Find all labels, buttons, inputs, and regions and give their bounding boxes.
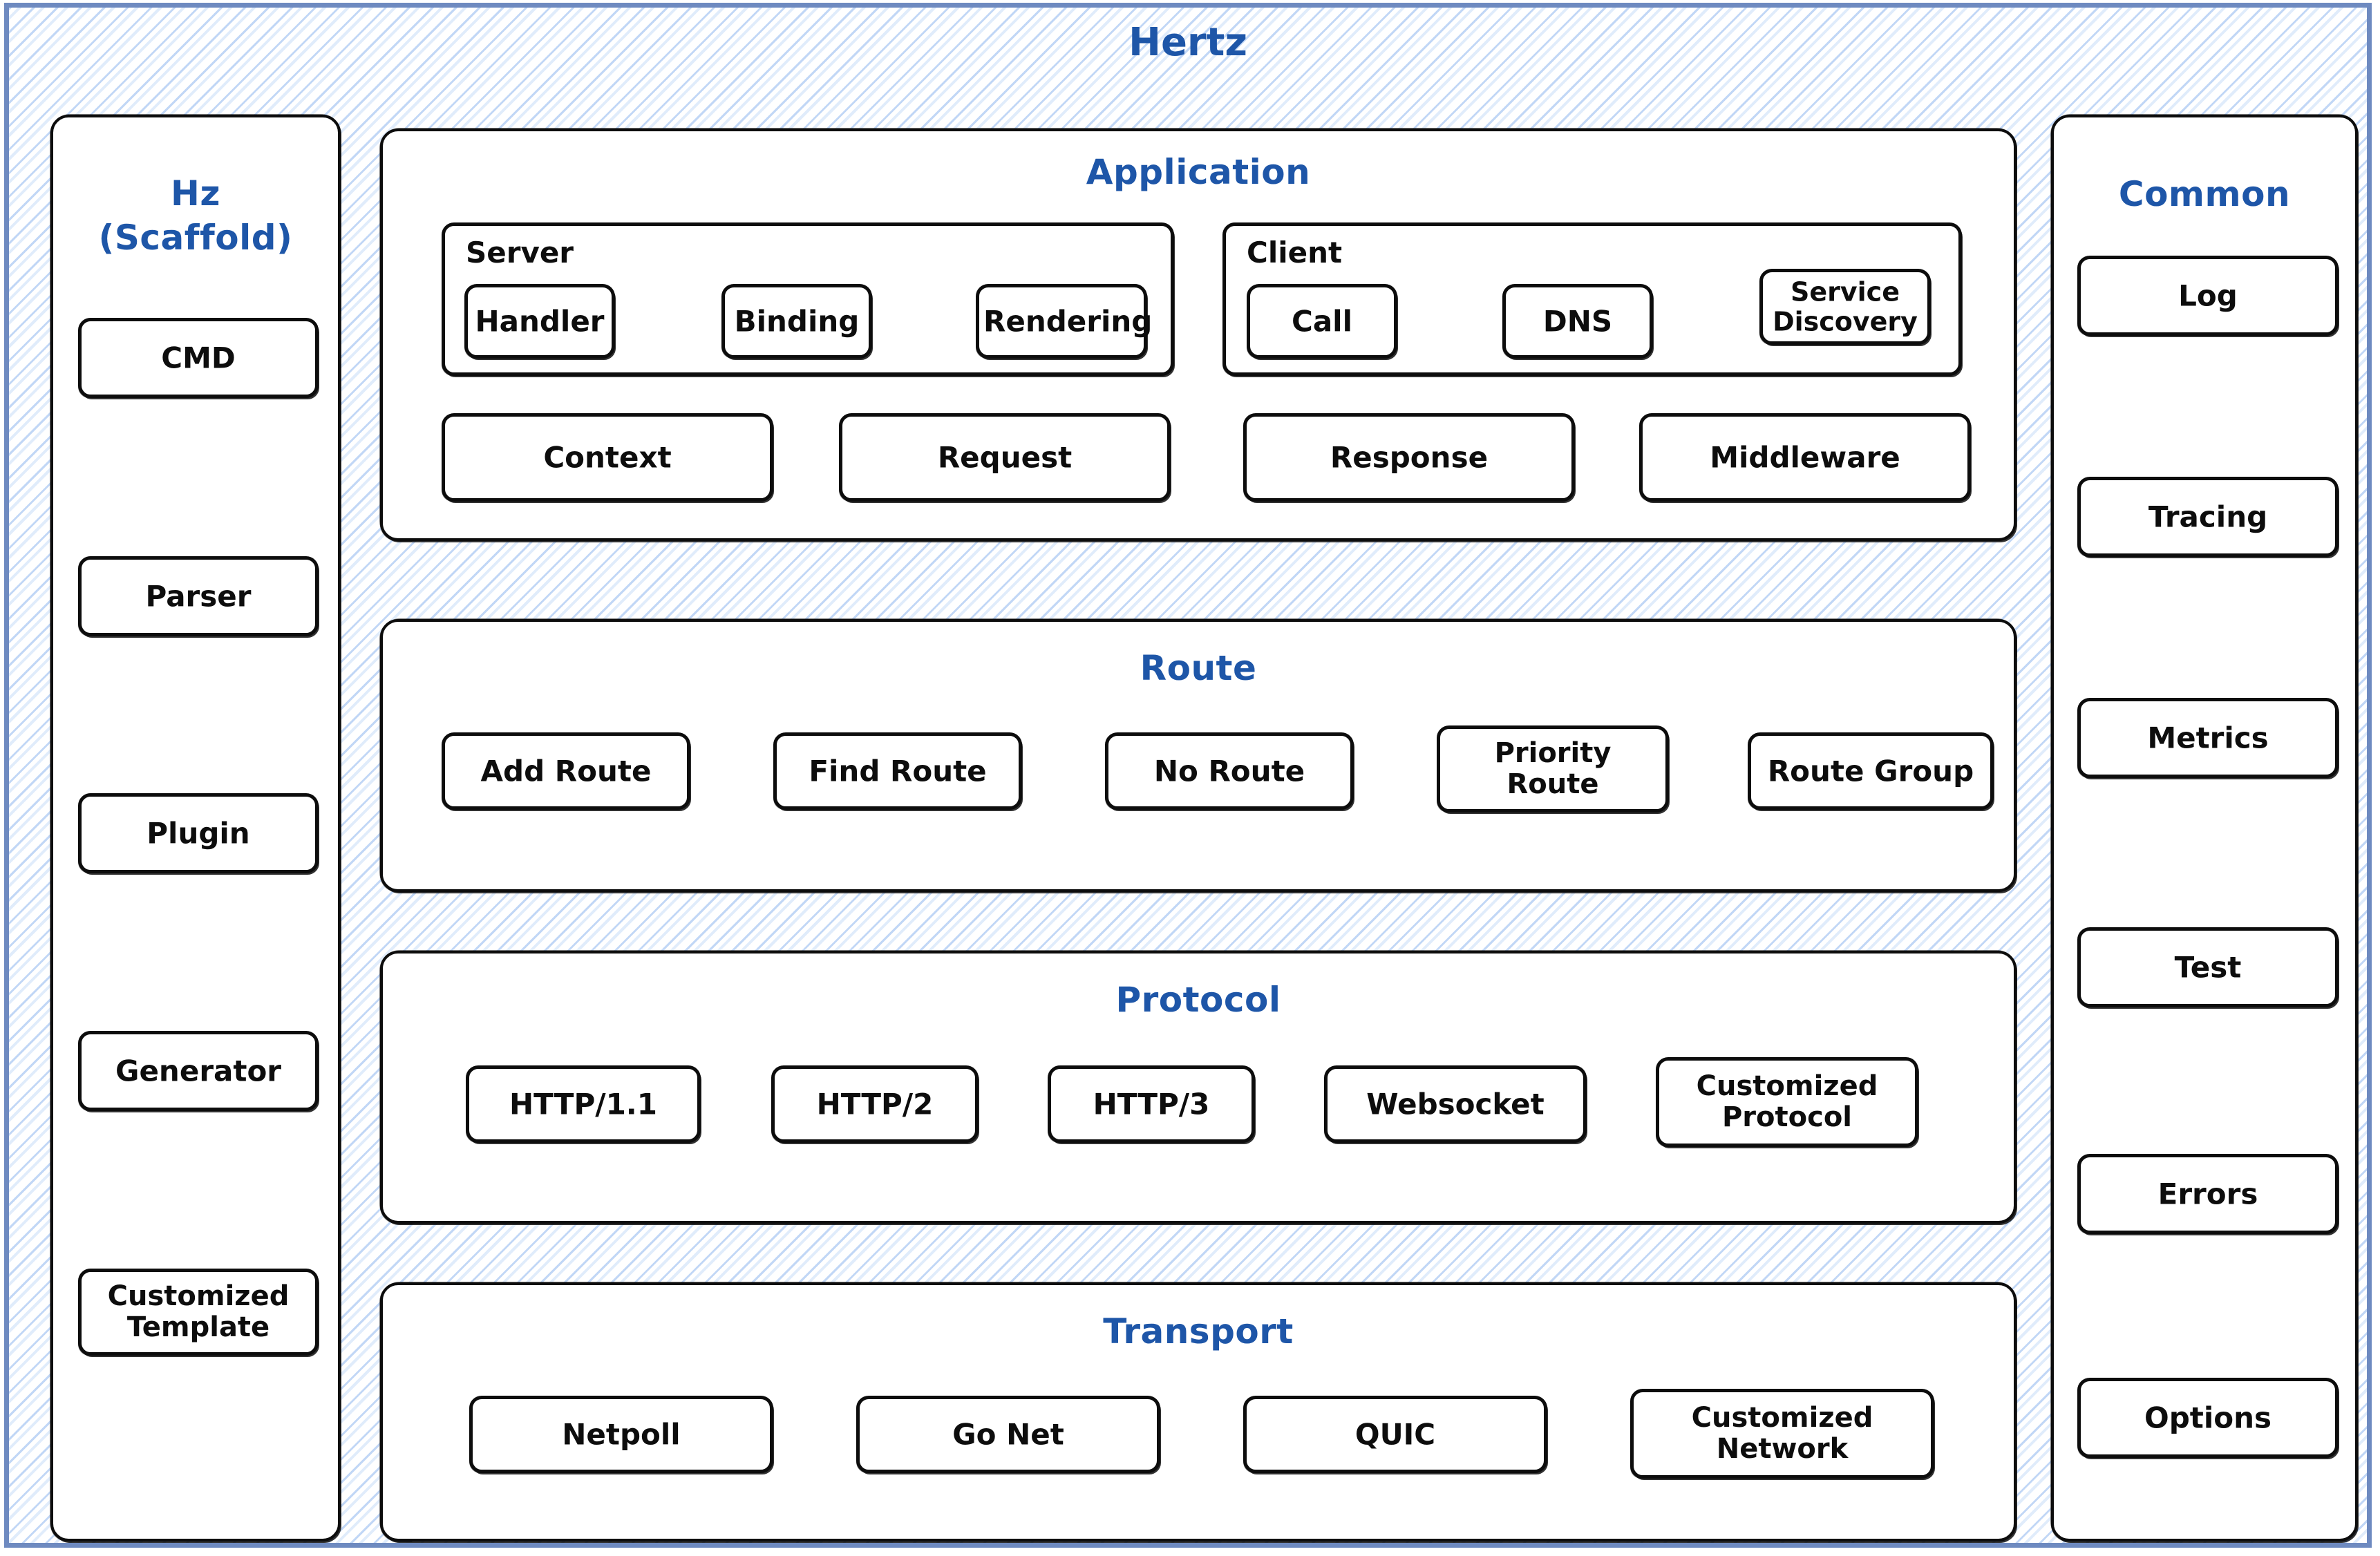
common-item-label: Errors bbox=[2157, 1177, 2258, 1211]
protocol-item-label: HTTP/1.1 bbox=[509, 1087, 657, 1121]
scaffold-item-label: Plugin bbox=[147, 816, 250, 851]
route-item-find-route[interactable]: Find Route bbox=[773, 732, 1022, 810]
route-item-label: Find Route bbox=[809, 754, 987, 788]
common-item-label: Log bbox=[2178, 278, 2238, 313]
scaffold-title-line1: Hz bbox=[171, 173, 220, 214]
route-layer-panel: Route Add Route Find Route No Route Prio… bbox=[380, 619, 2017, 892]
application-item-label: Request bbox=[937, 440, 1073, 475]
transport-item-netpoll[interactable]: Netpoll bbox=[469, 1396, 773, 1473]
scaffold-item-label: Generator bbox=[115, 1054, 282, 1088]
scaffold-item-label: CMD bbox=[161, 341, 236, 375]
route-item-label: No Route bbox=[1153, 754, 1305, 788]
diagram-frame: Hertz Hz (Scaffold) CMD Parser Plugin Ge… bbox=[4, 3, 2372, 1548]
transport-item-label: Go Net bbox=[952, 1417, 1064, 1452]
scaffold-panel-title: Hz (Scaffold) bbox=[53, 171, 338, 260]
application-item-request[interactable]: Request bbox=[839, 413, 1171, 502]
application-layer-panel: Application Server Handler Binding Rende… bbox=[380, 129, 2017, 541]
scaffold-item-cmd[interactable]: CMD bbox=[78, 318, 319, 398]
common-item-metrics[interactable]: Metrics bbox=[2077, 698, 2339, 778]
client-item-call[interactable]: Call bbox=[1247, 284, 1397, 359]
server-item-label: Handler bbox=[475, 304, 605, 339]
transport-layer-title: Transport bbox=[1103, 1311, 1294, 1351]
transport-item-label: Netpoll bbox=[562, 1417, 681, 1452]
route-layer-title: Route bbox=[1140, 648, 1257, 688]
server-item-binding[interactable]: Binding bbox=[721, 284, 872, 359]
route-item-label: Route Group bbox=[1767, 754, 1974, 788]
route-item-route-group[interactable]: Route Group bbox=[1748, 732, 1994, 810]
protocol-layer-title: Protocol bbox=[1115, 980, 1281, 1020]
common-panel: Common Log Tracing Metrics Test Errors O… bbox=[2051, 115, 2358, 1541]
scaffold-item-generator[interactable]: Generator bbox=[78, 1031, 319, 1111]
server-item-handler[interactable]: Handler bbox=[464, 284, 615, 359]
protocol-item-http2[interactable]: HTTP/2 bbox=[771, 1065, 979, 1143]
server-item-label: Rendering bbox=[983, 304, 1153, 339]
common-item-label: Options bbox=[2144, 1401, 2272, 1435]
server-item-label: Binding bbox=[734, 304, 860, 339]
client-item-label: Call bbox=[1292, 304, 1352, 339]
common-item-test[interactable]: Test bbox=[2077, 927, 2339, 1007]
protocol-item-websocket[interactable]: Websocket bbox=[1324, 1065, 1587, 1143]
transport-layer-panel: Transport Netpoll Go Net QUIC Customized… bbox=[380, 1282, 2017, 1541]
common-item-log[interactable]: Log bbox=[2077, 256, 2339, 336]
diagram-title: Hertz bbox=[1128, 20, 1247, 65]
scaffold-item-label: Parser bbox=[145, 579, 252, 614]
common-item-label: Test bbox=[2174, 950, 2242, 985]
application-item-label: Middleware bbox=[1710, 440, 1900, 475]
common-item-options[interactable]: Options bbox=[2077, 1378, 2339, 1458]
scaffold-title-line2: (Scaffold) bbox=[98, 218, 293, 258]
application-item-label: Response bbox=[1330, 440, 1489, 475]
application-item-middleware[interactable]: Middleware bbox=[1639, 413, 1971, 502]
server-group: Server Handler Binding Rendering bbox=[442, 222, 1174, 376]
common-panel-title: Common bbox=[2118, 174, 2291, 214]
protocol-item-label: Websocket bbox=[1366, 1087, 1545, 1121]
transport-item-quic[interactable]: QUIC bbox=[1243, 1396, 1547, 1473]
server-item-rendering[interactable]: Rendering bbox=[976, 284, 1153, 359]
common-item-label: Tracing bbox=[2148, 500, 2268, 534]
application-item-response[interactable]: Response bbox=[1243, 413, 1575, 502]
server-group-label: Server bbox=[466, 236, 574, 269]
client-item-label: DNS bbox=[1542, 304, 1613, 339]
application-item-label: Context bbox=[543, 440, 672, 475]
common-item-label: Metrics bbox=[2147, 721, 2269, 755]
protocol-item-http3[interactable]: HTTP/3 bbox=[1048, 1065, 1255, 1143]
protocol-item-label: HTTP/3 bbox=[1093, 1087, 1210, 1121]
scaffold-item-parser[interactable]: Parser bbox=[78, 556, 319, 636]
route-item-label: Add Route bbox=[480, 754, 652, 788]
protocol-item-label: HTTP/2 bbox=[816, 1087, 934, 1121]
application-layer-title: Application bbox=[1086, 152, 1311, 192]
scaffold-panel: Hz (Scaffold) CMD Parser Plugin Generato… bbox=[50, 115, 341, 1541]
client-item-dns[interactable]: DNS bbox=[1502, 284, 1653, 359]
transport-item-go-net[interactable]: Go Net bbox=[856, 1396, 1160, 1473]
protocol-item-http11[interactable]: HTTP/1.1 bbox=[466, 1065, 701, 1143]
client-group-label: Client bbox=[1247, 236, 1343, 269]
common-item-errors[interactable]: Errors bbox=[2077, 1154, 2339, 1234]
protocol-layer-panel: Protocol HTTP/1.1 HTTP/2 HTTP/3 Websocke… bbox=[380, 951, 2017, 1224]
transport-item-label: QUIC bbox=[1354, 1417, 1436, 1452]
common-item-tracing[interactable]: Tracing bbox=[2077, 477, 2339, 557]
scaffold-item-plugin[interactable]: Plugin bbox=[78, 793, 319, 873]
application-item-context[interactable]: Context bbox=[442, 413, 773, 502]
route-item-add-route[interactable]: Add Route bbox=[442, 732, 690, 810]
route-item-no-route[interactable]: No Route bbox=[1105, 732, 1354, 810]
